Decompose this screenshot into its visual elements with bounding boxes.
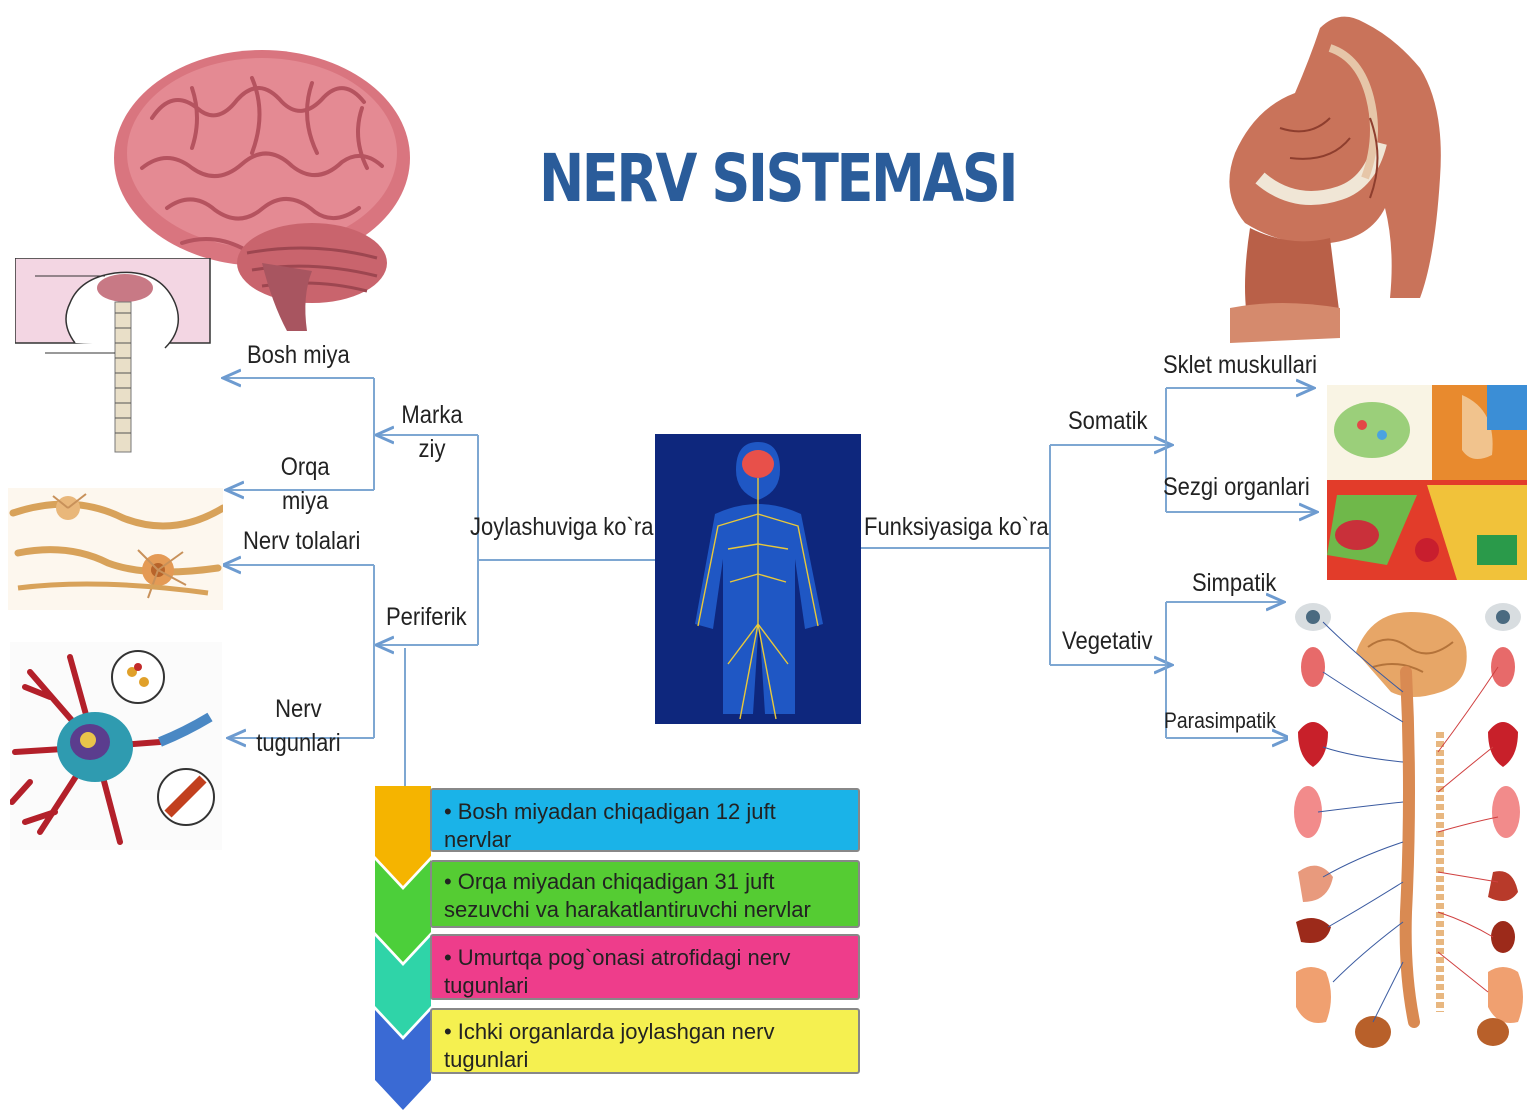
label-bosh-miya: Bosh miya xyxy=(247,338,350,372)
chevron-list-arrows xyxy=(375,786,435,1110)
neuron-illustration xyxy=(10,642,222,850)
label-sklet-muskullari: Sklet muskullari xyxy=(1163,348,1317,382)
label-somatik: Somatik xyxy=(1068,404,1147,438)
label-sezgi-organlari: Sezgi organlari xyxy=(1163,470,1310,504)
label-nerv-tugunlari: Nerv tugunlari xyxy=(250,692,347,760)
list-item: •Orqa miyadan chiqadigan 31 juft sezuvch… xyxy=(430,860,860,928)
label-vegetativ: Vegetativ xyxy=(1062,624,1153,658)
label-periferik: Periferik xyxy=(386,600,467,634)
label-orqa-miya: Orqa miya xyxy=(270,450,340,518)
list-item: •Ichki organlarda joylashgan nerv tugunl… xyxy=(430,1008,860,1074)
sense-organs-illustration xyxy=(1327,385,1527,580)
label-parasimpatik: Parasimpatik xyxy=(1164,704,1276,738)
nervous-system-figure xyxy=(655,434,861,724)
muscular-figure-illustration xyxy=(1220,8,1452,348)
label-nerv-tolalari: Nerv tolalari xyxy=(243,524,360,558)
spinal-cord-illustration xyxy=(15,258,213,463)
label-joylashuviga: Joylashuviga ko`ra xyxy=(470,510,653,544)
list-item: •Bosh miyadan chiqadigan 12 juft nervlar xyxy=(430,788,860,852)
list-item-text: Ichki organlarda joylashgan nerv tugunla… xyxy=(444,1019,774,1072)
list-item-text: Orqa miyadan chiqadigan 31 juft sezuvchi… xyxy=(444,869,811,922)
list-item-text: Umurtqa pog`onasi atrofidagi nerv tugunl… xyxy=(444,945,790,998)
nerve-fiber-illustration xyxy=(8,488,223,610)
label-markaziy: Markaziy xyxy=(388,398,476,466)
label-funksiyasiga: Funksiyasiga ko`ra xyxy=(864,510,1049,544)
list-item: •Umurtqa pog`onasi atrofidagi nerv tugun… xyxy=(430,934,860,1000)
list-item-text: Bosh miyadan chiqadigan 12 juft nervlar xyxy=(444,799,776,852)
label-simpatik: Simpatik xyxy=(1192,566,1276,600)
label-markaziy-text: Markaziy xyxy=(397,398,467,466)
autonomic-system-illustration xyxy=(1288,592,1527,1052)
